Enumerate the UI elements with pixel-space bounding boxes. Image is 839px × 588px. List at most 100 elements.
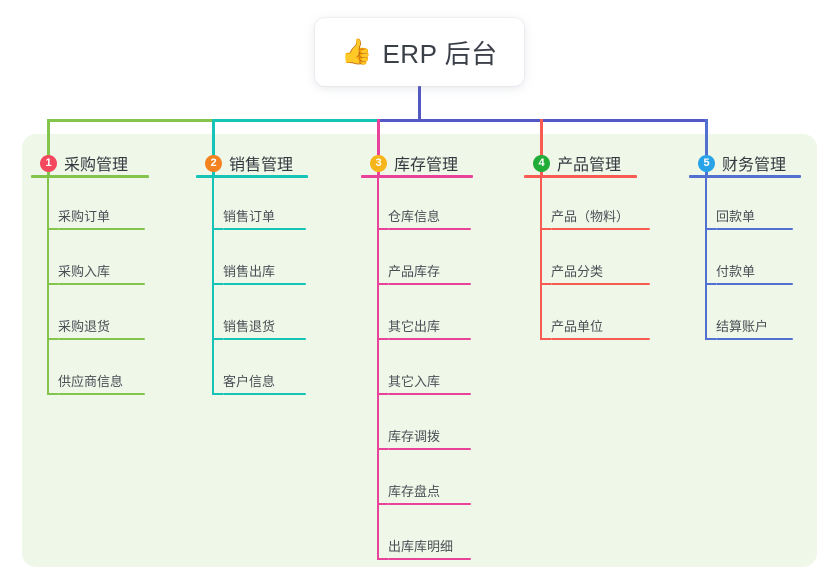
diagram-panel [22, 134, 817, 567]
leaf-stub [377, 393, 388, 395]
branch-title-2: 销售管理 [229, 157, 294, 174]
leaf-underline [58, 228, 145, 230]
branch-spine-1 [47, 175, 49, 395]
branch-header-4[interactable]: 4 产品管理 [533, 151, 621, 175]
branch-drop-2 [212, 119, 215, 175]
leaf-label: 供应商信息 [58, 374, 124, 389]
leaf-stub [705, 228, 716, 230]
branch-drop-4 [540, 119, 543, 175]
leaf-underline [223, 393, 306, 395]
leaf-stub [540, 283, 551, 285]
bus-segment-2 [213, 119, 378, 122]
branch-header-rule-2 [196, 175, 308, 178]
branch-header-2[interactable]: 2 销售管理 [205, 151, 293, 175]
leaf-underline [388, 393, 471, 395]
leaf-stub [705, 338, 716, 340]
leaf-label: 库存调拨 [388, 429, 441, 444]
leaf-stub [377, 448, 388, 450]
leaf-label: 销售退货 [223, 319, 276, 334]
leaf-underline [223, 228, 306, 230]
bus-segment-4 [541, 119, 708, 122]
bus-segment-1 [47, 119, 213, 122]
branch-number-badge-5: 5 [698, 154, 715, 172]
root-title: ERP 后台 [382, 38, 498, 69]
leaf-label: 采购退货 [58, 319, 111, 334]
leaf-underline [551, 338, 650, 340]
leaf-stub [212, 393, 223, 395]
leaf-underline [58, 393, 145, 395]
leaf-stub [377, 558, 388, 560]
leaf-stub [212, 228, 223, 230]
leaf-label: 产品分类 [551, 264, 604, 279]
thumbs-up-icon: 👍 [341, 37, 373, 66]
root-trunk-connector [418, 86, 421, 122]
leaf-stub [47, 228, 58, 230]
leaf-label: 付款单 [716, 264, 756, 279]
branch-header-rule-5 [689, 175, 801, 178]
leaf-underline [58, 283, 145, 285]
branch-header-rule-3 [361, 175, 473, 178]
branch-title-3: 库存管理 [394, 157, 459, 174]
leaf-label: 销售出库 [223, 264, 276, 279]
leaf-label: 其它入库 [388, 374, 441, 389]
leaf-label: 产品单位 [551, 319, 604, 334]
leaf-underline [388, 448, 471, 450]
leaf-label: 仓库信息 [388, 209, 441, 224]
leaf-stub [377, 283, 388, 285]
leaf-label: 结算账户 [716, 319, 769, 334]
branch-spine-4 [540, 175, 542, 340]
branch-number-badge-2: 2 [205, 154, 222, 172]
leaf-label: 采购入库 [58, 264, 111, 279]
leaf-stub [540, 338, 551, 340]
leaf-stub [377, 228, 388, 230]
branch-drop-1 [47, 119, 50, 175]
leaf-stub [212, 338, 223, 340]
leaf-underline [223, 338, 306, 340]
leaf-stub [212, 283, 223, 285]
leaf-underline [58, 338, 145, 340]
branch-spine-2 [212, 175, 214, 395]
leaf-underline [716, 338, 793, 340]
leaf-underline [388, 558, 471, 560]
leaf-label: 出库库明细 [388, 539, 454, 554]
leaf-label: 回款单 [716, 209, 756, 224]
leaf-underline [388, 228, 471, 230]
leaf-underline [551, 283, 650, 285]
leaf-stub [377, 503, 388, 505]
leaf-label: 产品库存 [388, 264, 441, 279]
leaf-label: 产品（物料） [551, 209, 630, 224]
leaf-label: 客户信息 [223, 374, 276, 389]
branch-spine-3 [377, 175, 379, 560]
leaf-label: 销售订单 [223, 209, 276, 224]
branch-header-1[interactable]: 1 采购管理 [40, 151, 128, 175]
branch-header-rule-4 [524, 175, 637, 178]
leaf-stub [705, 283, 716, 285]
leaf-underline [716, 228, 793, 230]
leaf-underline [716, 283, 793, 285]
branch-title-1: 采购管理 [64, 157, 129, 174]
branch-number-badge-3: 3 [370, 154, 387, 172]
branch-drop-5 [705, 119, 708, 175]
branch-header-3[interactable]: 3 库存管理 [370, 151, 458, 175]
leaf-underline [388, 338, 471, 340]
leaf-underline [223, 283, 306, 285]
leaf-label: 采购订单 [58, 209, 111, 224]
leaf-stub [47, 283, 58, 285]
branch-spine-5 [705, 175, 707, 340]
leaf-underline [388, 503, 471, 505]
branch-title-4: 产品管理 [557, 157, 622, 174]
branch-number-badge-4: 4 [533, 154, 550, 172]
leaf-underline [388, 283, 471, 285]
branch-header-rule-1 [31, 175, 149, 178]
leaf-label: 其它出库 [388, 319, 441, 334]
leaf-stub [540, 228, 551, 230]
bus-segment-3 [378, 119, 541, 122]
leaf-stub [47, 393, 58, 395]
branch-number-badge-1: 1 [40, 154, 57, 172]
root-node[interactable]: 👍 ERP 后台 [315, 18, 524, 86]
leaf-underline [551, 228, 650, 230]
leaf-stub [47, 338, 58, 340]
leaf-label: 库存盘点 [388, 484, 441, 499]
